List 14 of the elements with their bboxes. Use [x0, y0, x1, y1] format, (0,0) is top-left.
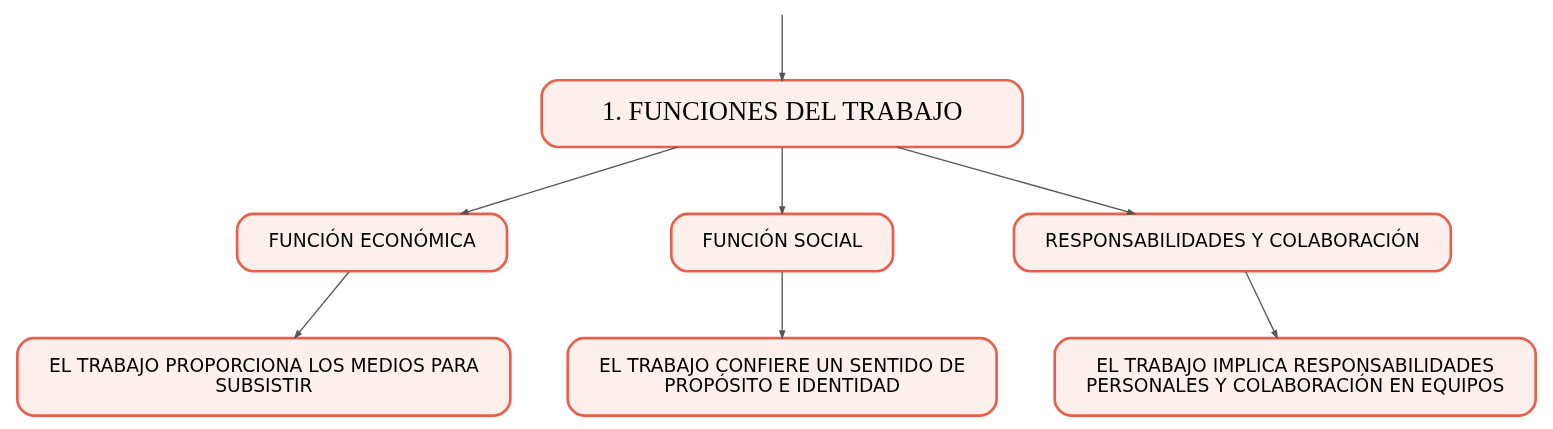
node-box: EL TRABAJO IMPLICA RESPONSABILIDADES PERSONALES Y COLABORACIÓN EN EQUIPOS: [1053, 336, 1537, 417]
arrow: [778, 146, 786, 216]
arrow: [1245, 271, 1278, 340]
arrow: [459, 146, 679, 215]
node-box: FUNCIÓN SOCIAL: [669, 212, 895, 273]
arrow: [778, 14, 786, 83]
arrow: [293, 271, 350, 340]
node-box: RESPONSABILIDADES Y COLABORACIÓN: [1012, 212, 1453, 273]
node-box: 1. FUNCIONES DEL TRABAJO: [540, 78, 1024, 149]
arrow: [896, 146, 1137, 215]
arrow: [778, 271, 786, 340]
node-box: FUNCIÓN ECONÓMICA: [235, 212, 509, 273]
node-box: EL TRABAJO CONFIERE UN SENTIDO DE PROPÓSITO E IDENTIDAD: [566, 336, 998, 417]
node-box: EL TRABAJO PROPORCIONA LOS MEDIOS PARA SUBSISTIR: [16, 336, 512, 417]
